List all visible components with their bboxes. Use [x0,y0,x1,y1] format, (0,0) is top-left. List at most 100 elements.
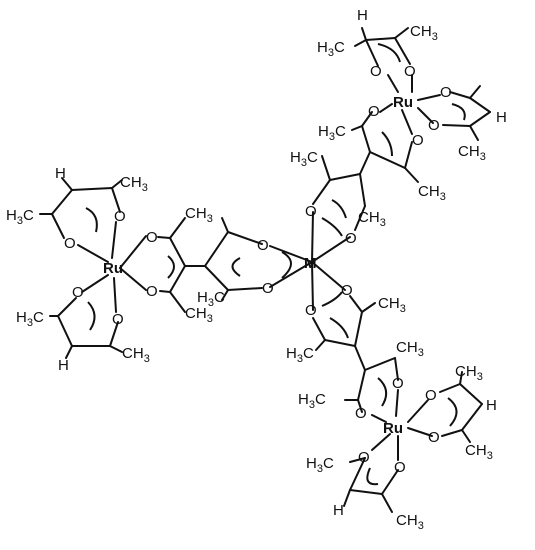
oxygen-label: O [404,63,416,80]
methyl-label: H3C [286,345,314,365]
bond [57,297,77,317]
bond [361,302,376,313]
oxygen-label: O [146,283,158,300]
bond [81,274,109,293]
methyl-label: H3C [298,391,326,411]
ru-left-label: Ru [103,260,123,277]
chelate-arc [321,217,343,237]
bond [404,167,419,183]
oxygen-label: O [72,284,84,301]
chelate-arc [451,103,466,121]
bond [269,245,313,263]
bond [394,37,411,65]
oxygen-label: O [262,280,274,297]
oxygen-label: O [341,282,353,299]
oxygen-label: O [305,302,317,319]
bond [459,371,463,385]
oxygen-label: O [355,405,367,422]
oxygen-label: O [146,229,158,246]
methyl-label: CH3 [120,174,148,194]
bond [159,290,171,293]
lower-bridge [312,295,399,413]
bond [387,74,399,93]
chelate-arc [321,291,343,307]
bond [51,189,73,215]
hydrogen-labels: H H H H H H [55,7,507,519]
ru-upper: Ru [354,27,491,141]
bond [359,151,371,175]
bond [394,357,399,381]
bond [361,27,367,41]
bond [61,177,73,191]
oxygen-label: O [345,230,357,247]
oxygen-label: O [428,429,440,446]
bond [111,187,121,213]
bond [157,236,171,239]
bond [369,151,406,169]
bond [204,231,229,267]
bond [461,403,483,431]
methyl-label: CH3 [378,295,406,315]
chelate-arc [85,207,98,233]
ru-lower: Ru [343,371,483,513]
methyl-label: H3C [317,39,345,59]
bond [407,399,429,423]
bond [365,39,379,67]
bond [227,231,263,245]
bond [349,457,366,491]
bond [111,221,117,259]
bond [371,433,391,451]
bond [111,179,123,189]
chelate-arc [87,301,96,331]
bond [394,27,409,39]
bond [381,493,393,513]
bond [361,125,371,153]
bond [312,317,326,341]
chelate-arc [167,255,175,279]
oxygen-label: O [112,311,124,328]
bond [461,429,471,443]
bond [321,155,331,181]
oxygen-label: O [394,459,406,476]
bond [354,311,363,347]
methyl-label: CH3 [185,205,213,225]
upper-bridge [312,111,419,231]
bond [379,103,393,113]
methyl-label: CH3 [458,143,486,163]
bond [417,94,441,101]
bond [381,469,399,495]
left-bridge [157,217,263,313]
bond [324,339,356,347]
bond [57,315,73,347]
bond [311,261,346,291]
hydrogen-label: H [55,165,66,182]
oxygen-label: O [428,117,440,134]
bond [349,295,363,313]
bond [401,109,413,135]
oxygen-label: O [392,375,404,392]
bond [204,265,229,291]
bond [343,489,351,507]
bond [357,399,363,413]
oxygen-label: O [64,235,76,252]
oxygen-label: O [368,103,380,120]
bond [469,97,491,113]
bond [227,287,263,291]
bond [361,111,373,127]
center-metal-label: M [304,255,317,272]
methyl-label: H3C [306,455,334,475]
bond [395,389,399,417]
bond [221,289,229,301]
bond [469,111,491,127]
oxygen-label: O [358,449,370,466]
methyl-label: CH3 [465,442,493,462]
methyl-label: CH3 [358,209,386,229]
ru-upper-label: Ru [393,94,413,111]
oxygen-label: O [440,84,452,101]
bond [354,205,366,231]
methyl-label: H3C [290,149,318,169]
ru-left: Ru [39,177,147,359]
bond [169,217,186,239]
bond [65,345,73,359]
